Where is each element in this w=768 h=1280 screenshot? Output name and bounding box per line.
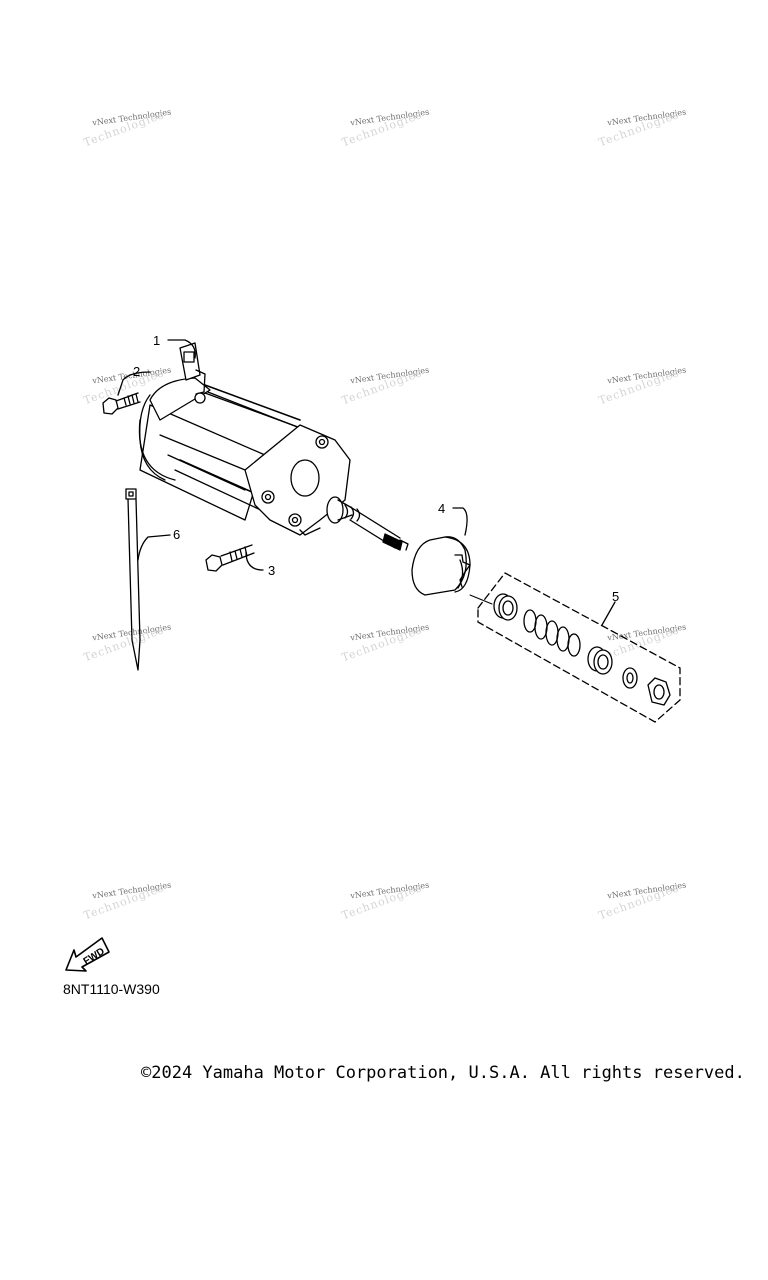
- starter-motor: [138, 342, 409, 551]
- cable-tie-6: [125, 488, 141, 671]
- callout-5: 5: [612, 589, 619, 604]
- callout-3: 3: [268, 563, 275, 578]
- callout-1: 1: [153, 333, 160, 348]
- bolt-3: [205, 544, 255, 572]
- fwd-arrow-icon: FWD: [65, 937, 110, 972]
- callout-6: 6: [173, 527, 180, 542]
- leader-line-4: [452, 507, 468, 536]
- pinion-gear-4: [411, 536, 471, 596]
- leader-line-6: [137, 534, 171, 561]
- leader-line-2: [117, 371, 151, 396]
- callout-4: 4: [438, 501, 445, 516]
- kit-5-boundary: [477, 572, 681, 723]
- copyright-notice: ©2024 Yamaha Motor Corporation, U.S.A. A…: [141, 1063, 745, 1083]
- bolt-2: [102, 392, 141, 415]
- leader-line-3: [245, 551, 264, 571]
- callout-2: 2: [133, 364, 140, 379]
- leader-line-5: [601, 601, 616, 626]
- diagram-code: 8NT1110-W390: [63, 981, 160, 997]
- kit-5-parts: [469, 593, 671, 706]
- leader-line-1: [167, 339, 196, 359]
